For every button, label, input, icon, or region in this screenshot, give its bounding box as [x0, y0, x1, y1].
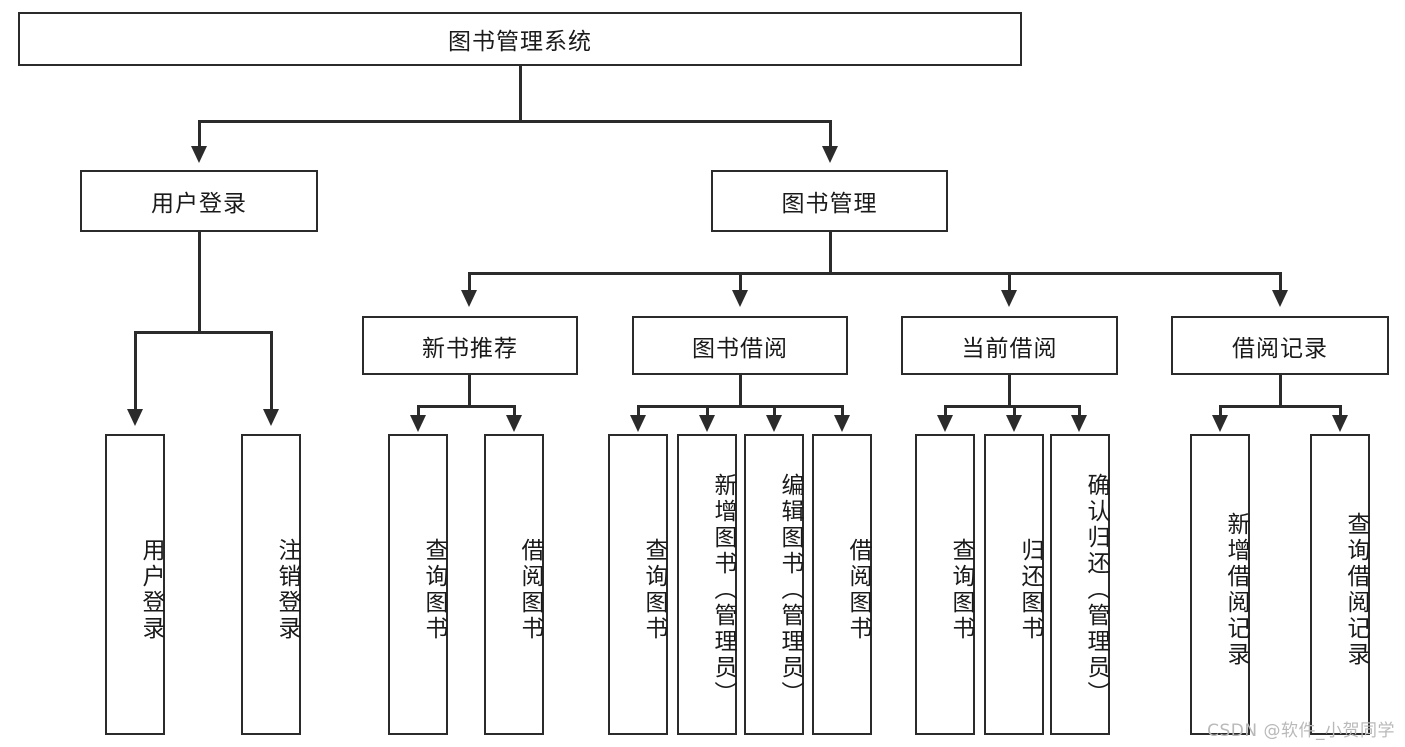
leaf-logout[interactable]: 注销登录: [241, 434, 301, 735]
arrow-to-leaf-user-login: [127, 409, 143, 426]
arrow-to-new-book-recommend: [461, 290, 477, 307]
node-current-borrow[interactable]: 当前借阅: [901, 316, 1118, 375]
leaf-logout-label: 注销登录: [274, 537, 300, 642]
edge-user-login-stem: [198, 232, 201, 333]
node-new-book-recommend[interactable]: 新书推荐: [362, 316, 578, 375]
leaf-bb-query-book[interactable]: 查询图书: [608, 434, 668, 735]
leaf-br-add-record-label: 新增借阅记录: [1223, 511, 1249, 668]
leaf-bb-add-book-label: 新增图书（管理员）: [710, 472, 736, 707]
edge-bb-drop-3: [773, 405, 776, 417]
leaf-nbr-query-book[interactable]: 查询图书: [388, 434, 448, 735]
edge-user-login-bus: [134, 331, 272, 334]
leaf-nbr-borrow-book[interactable]: 借阅图书: [484, 434, 544, 735]
edge-br-bus: [1219, 405, 1341, 408]
edge-bm-drop-3: [1008, 272, 1011, 292]
leaf-cb-confirm-return-label: 确认归还（管理员）: [1083, 472, 1109, 707]
leaf-cb-confirm-return[interactable]: 确认归还（管理员）: [1050, 434, 1110, 735]
leaf-bb-query-book-label: 查询图书: [641, 537, 667, 642]
leaf-bb-borrow-book[interactable]: 借阅图书: [812, 434, 872, 735]
edge-bb-drop-1: [637, 405, 640, 417]
node-book-management[interactable]: 图书管理: [711, 170, 948, 232]
edge-br-stem: [1279, 375, 1282, 407]
edge-bb-drop-4: [841, 405, 844, 417]
arrow-to-leaf-br-query-record: [1332, 415, 1348, 432]
edge-nbr-bus: [417, 405, 515, 408]
edge-cb-drop-1: [944, 405, 947, 417]
edge-user-login-drop-1: [134, 331, 137, 411]
edge-bb-stem: [739, 375, 742, 407]
arrow-to-leaf-nbr-borrow-book: [506, 415, 522, 432]
edge-root-bus: [198, 120, 831, 123]
arrow-to-leaf-bb-edit-book: [766, 415, 782, 432]
edge-cb-bus: [944, 405, 1080, 408]
edge-root-drop-right: [829, 120, 832, 148]
node-borrow-record[interactable]: 借阅记录: [1171, 316, 1389, 375]
edge-nbr-stem: [468, 375, 471, 407]
arrow-to-book-management: [822, 146, 838, 163]
edge-br-drop-1: [1219, 405, 1222, 417]
arrow-to-leaf-nbr-query-book: [410, 415, 426, 432]
arrow-to-leaf-logout: [263, 409, 279, 426]
leaf-cb-query-book[interactable]: 查询图书: [915, 434, 975, 735]
leaf-br-query-record[interactable]: 查询借阅记录: [1310, 434, 1370, 735]
edge-root-stem: [519, 66, 522, 122]
arrow-to-book-borrow: [732, 290, 748, 307]
arrow-to-current-borrow: [1001, 290, 1017, 307]
leaf-bb-edit-book[interactable]: 编辑图书（管理员）: [744, 434, 804, 735]
edge-bb-bus: [637, 405, 843, 408]
leaf-user-login[interactable]: 用户登录: [105, 434, 165, 735]
edge-book-management-bus: [468, 272, 1282, 275]
arrow-to-leaf-cb-confirm-return: [1071, 415, 1087, 432]
edge-bm-drop-4: [1279, 272, 1282, 292]
leaf-cb-return-book-label: 归还图书: [1017, 537, 1043, 642]
leaf-bb-borrow-book-label: 借阅图书: [845, 537, 871, 642]
arrow-to-leaf-bb-add-book: [699, 415, 715, 432]
leaf-bb-edit-book-label: 编辑图书（管理员）: [777, 472, 803, 707]
edge-cb-drop-3: [1078, 405, 1081, 417]
leaf-user-login-label: 用户登录: [138, 537, 164, 642]
arrow-to-leaf-br-add-record: [1212, 415, 1228, 432]
leaf-nbr-borrow-book-label: 借阅图书: [517, 537, 543, 642]
node-root-book-management-system[interactable]: 图书管理系统: [18, 12, 1022, 66]
edge-cb-stem: [1008, 375, 1011, 407]
edge-nbr-drop-2: [513, 405, 516, 417]
edge-bm-drop-1: [468, 272, 471, 292]
edge-user-login-drop-2: [270, 331, 273, 411]
edge-bb-drop-2: [706, 405, 709, 417]
leaf-cb-query-book-label: 查询图书: [948, 537, 974, 642]
edge-bm-drop-2: [739, 272, 742, 292]
arrow-to-leaf-cb-return-book: [1006, 415, 1022, 432]
leaf-cb-return-book[interactable]: 归还图书: [984, 434, 1044, 735]
leaf-br-query-record-label: 查询借阅记录: [1343, 511, 1369, 668]
edge-nbr-drop-1: [417, 405, 420, 417]
edge-br-drop-2: [1339, 405, 1342, 417]
arrow-to-leaf-bb-query-book: [630, 415, 646, 432]
leaf-br-add-record[interactable]: 新增借阅记录: [1190, 434, 1250, 735]
edge-book-management-stem: [829, 232, 832, 274]
leaf-bb-add-book[interactable]: 新增图书（管理员）: [677, 434, 737, 735]
edge-root-drop-left: [198, 120, 201, 148]
csdn-watermark: CSDN @软件_小贺同学: [1207, 721, 1395, 741]
arrow-to-user-login: [191, 146, 207, 163]
edge-cb-drop-2: [1013, 405, 1016, 417]
arrow-to-leaf-cb-query-book: [937, 415, 953, 432]
node-user-login[interactable]: 用户登录: [80, 170, 318, 232]
leaf-nbr-query-book-label: 查询图书: [421, 537, 447, 642]
arrow-to-borrow-record: [1272, 290, 1288, 307]
arrow-to-leaf-bb-borrow-book: [834, 415, 850, 432]
node-book-borrow[interactable]: 图书借阅: [632, 316, 848, 375]
